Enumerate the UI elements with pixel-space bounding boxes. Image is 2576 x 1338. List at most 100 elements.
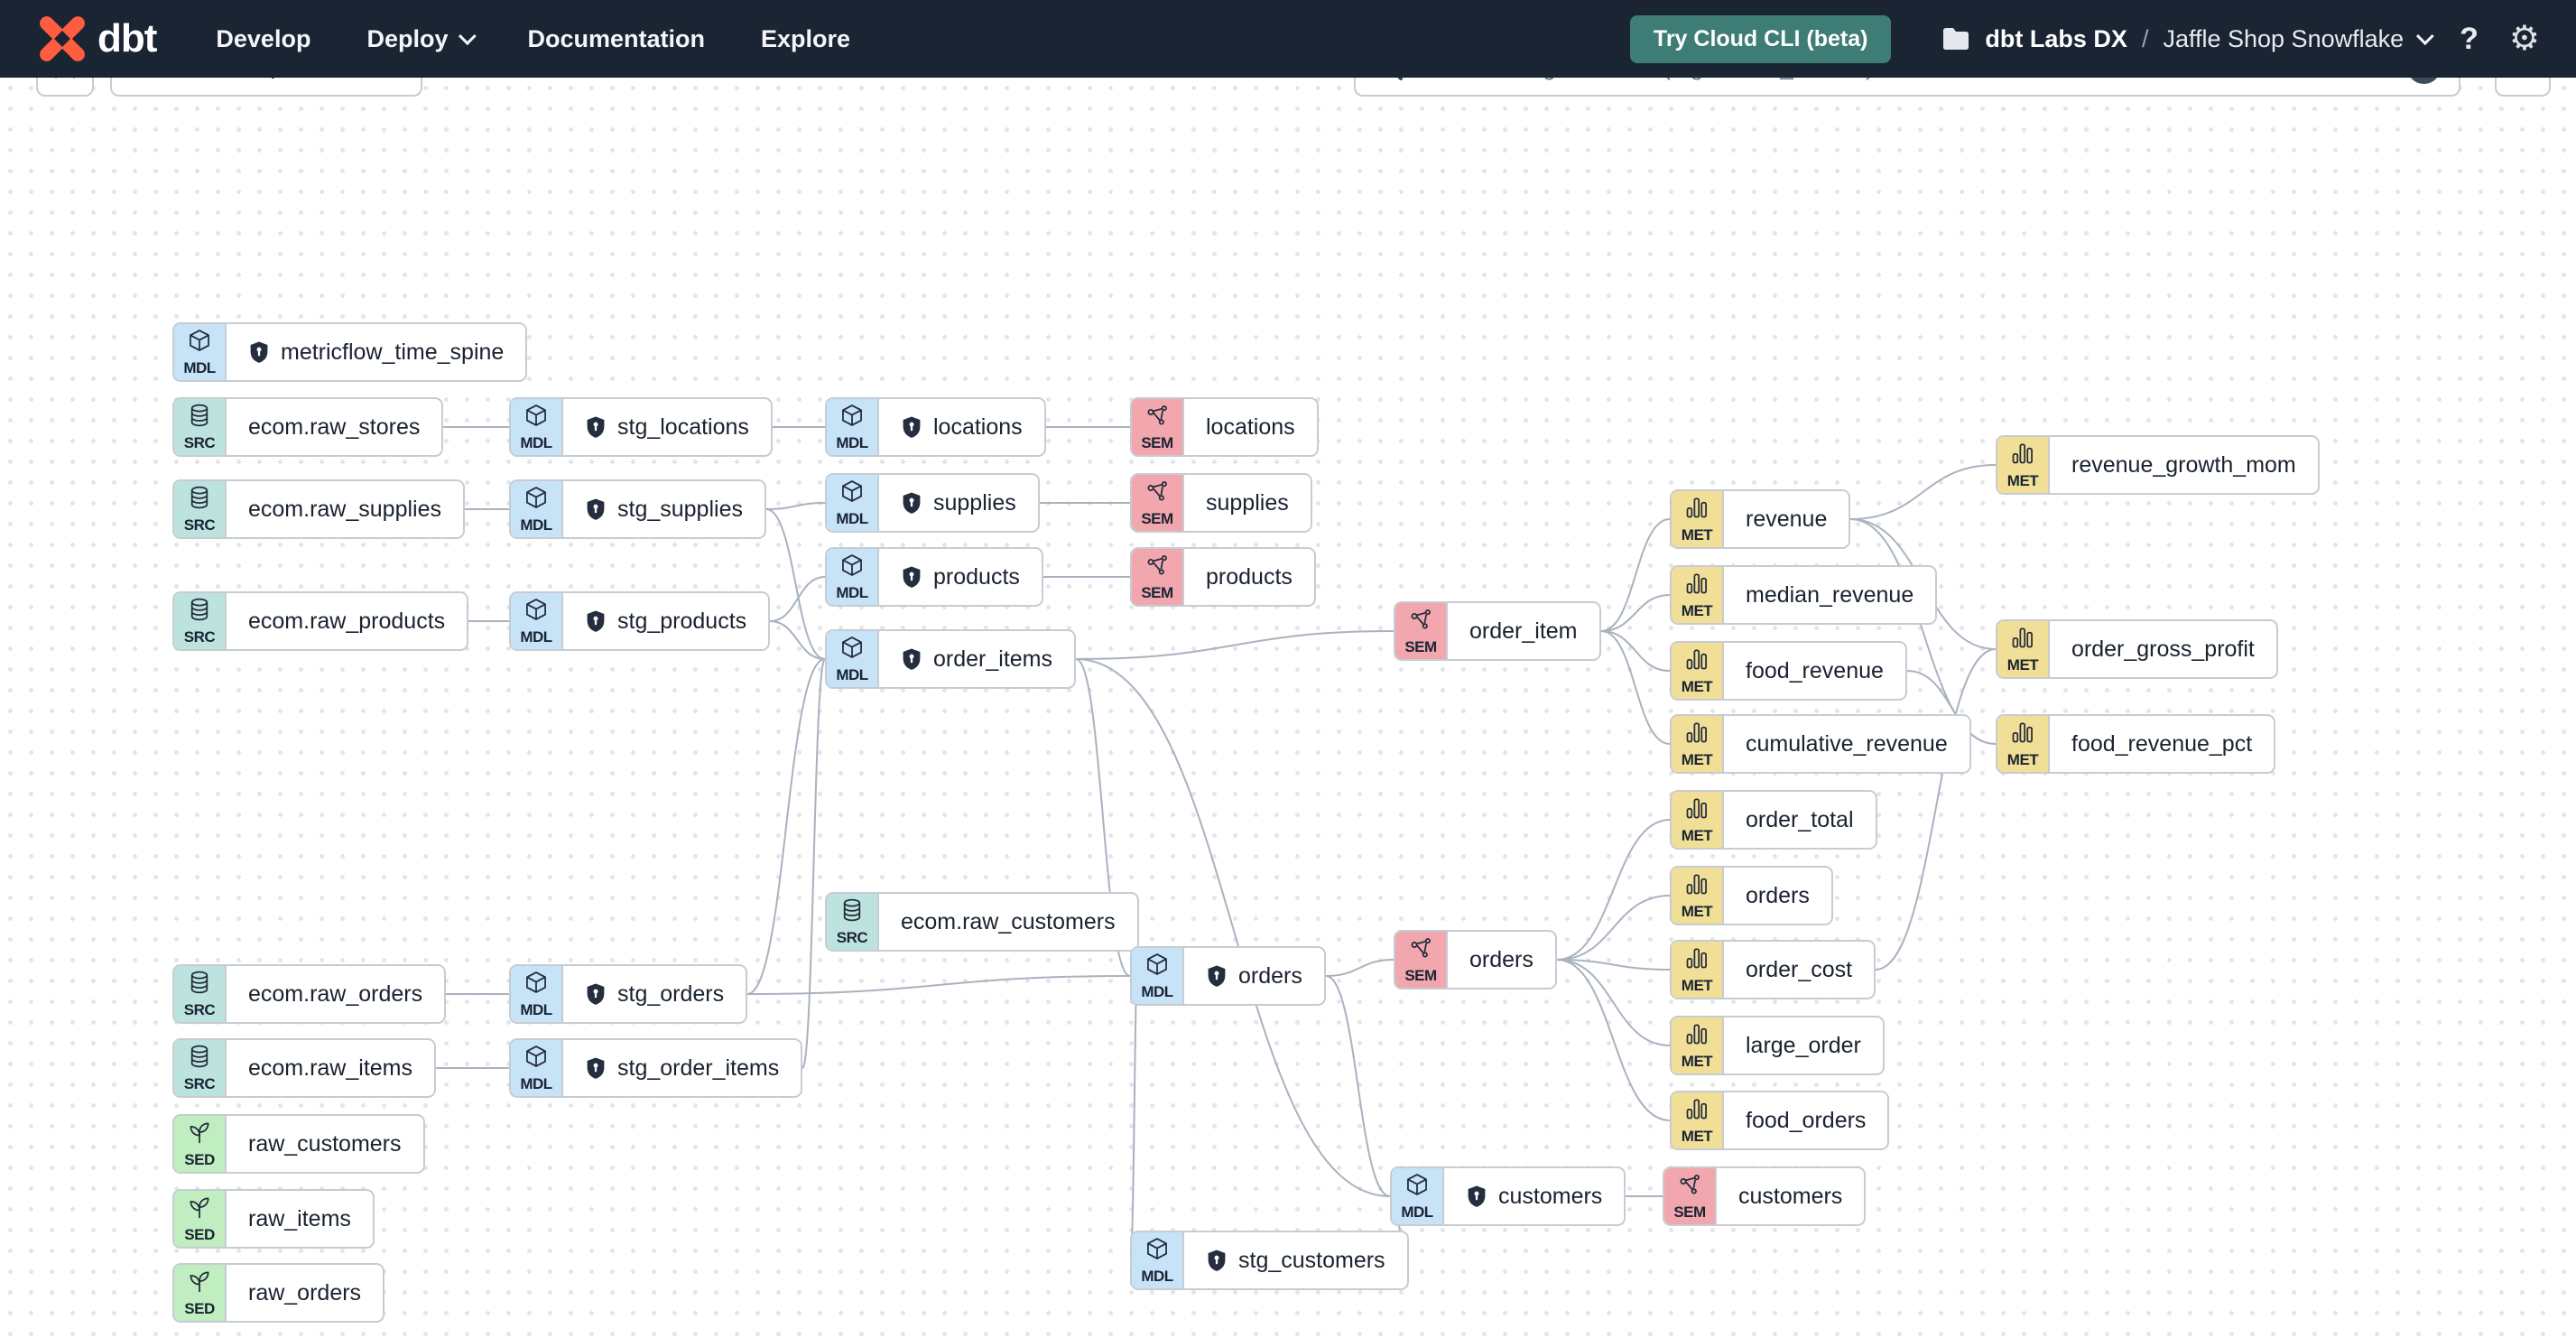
edge-sem_order_item-to-met_cumulative_revenue	[1600, 630, 1671, 745]
node-sem_order_item[interactable]: SEM order_item	[1394, 601, 1601, 661]
node-label: orders	[1238, 962, 1302, 989]
database-icon	[187, 485, 212, 515]
node-label: order_item	[1469, 618, 1578, 644]
edge-met_revenue-to-met_food_revenue_pct	[1849, 518, 1997, 745]
dbt-logo[interactable]: dbt	[36, 13, 157, 65]
graph-icon	[1408, 607, 1433, 636]
edge-sem_order_item-to-met_median_revenue	[1600, 594, 1671, 632]
try-cloud-cli-button[interactable]: Try Cloud CLI (beta)	[1629, 14, 1892, 63]
edge-met_food_revenue-to-met_food_revenue_pct	[1906, 670, 1997, 745]
graph-icon	[1408, 935, 1433, 965]
node-label: supplies	[933, 489, 1016, 516]
node-type-badge: MET	[1997, 716, 2050, 772]
node-type-badge: SRC	[174, 593, 227, 649]
node-label: revenue	[1746, 506, 1828, 532]
node-met_large_order[interactable]: MET large_order	[1670, 1016, 1885, 1075]
nav-item-deploy[interactable]: Deploy	[366, 25, 477, 53]
edge-sem_orders-to-met_order_total	[1556, 819, 1671, 961]
node-met_food_revenue_pct[interactable]: MET food_revenue_pct	[1996, 714, 2276, 774]
node-label: stg_supplies	[617, 496, 743, 522]
database-icon	[839, 897, 865, 927]
node-type-badge: SEM	[1132, 549, 1184, 605]
edge-mdl_stg_products-to-mdl_products	[769, 576, 826, 622]
edge-sem_order_item-to-met_revenue	[1600, 518, 1671, 632]
edge-mdl_order_items-to-mdl_orders	[1075, 658, 1131, 977]
node-sem_products[interactable]: SEM products	[1130, 547, 1316, 607]
node-label: products	[1206, 563, 1293, 590]
node-label: raw_orders	[248, 1279, 362, 1305]
nav-item-explore[interactable]: Explore	[761, 24, 851, 52]
contract-shield-icon	[1206, 964, 1228, 988]
cube-icon	[524, 1044, 549, 1073]
nav-item-documentation[interactable]: Documentation	[527, 24, 705, 52]
node-label: large_order	[1746, 1032, 1861, 1058]
node-label: food_revenue_pct	[2071, 730, 2253, 757]
node-type-badge: SRC	[174, 1040, 227, 1096]
edge-mdl_order_items-to-mdl_customers	[1075, 658, 1391, 1197]
node-type-badge: MET	[1997, 437, 2050, 493]
node-label: locations	[1206, 413, 1295, 440]
graph-icon	[1144, 553, 1170, 582]
nav-item-develop[interactable]: Develop	[216, 24, 311, 52]
nav-right: Try Cloud CLI (beta) dbt Labs DX / Jaffl…	[1629, 14, 2540, 63]
cube-icon	[839, 553, 865, 582]
help-icon[interactable]: ?	[2460, 21, 2479, 56]
graph-icon	[1677, 1172, 1702, 1202]
gear-icon[interactable]: ⚙	[2508, 20, 2540, 58]
node-label: ecom.raw_stores	[248, 413, 421, 440]
node-type-badge: MET	[1672, 1017, 1724, 1073]
node-label: order_total	[1746, 806, 1854, 832]
node-met_revenue[interactable]: MET revenue	[1670, 489, 1851, 549]
bar-chart-icon	[1684, 571, 1710, 600]
node-type-badge: MET	[1672, 491, 1724, 547]
account-name[interactable]: dbt Labs DX	[1985, 24, 2127, 52]
node-label: ecom.raw_orders	[248, 980, 423, 1007]
project-selector[interactable]: Jaffle Shop Snowflake	[2163, 25, 2434, 53]
contract-shield-icon	[585, 1056, 607, 1080]
node-type-badge: MET	[1997, 621, 2050, 677]
node-label: median_revenue	[1746, 581, 1914, 608]
edge-met_order_cost-to-met_order_gross_profit	[1875, 648, 1997, 971]
edge-mdl_stg_products-to-mdl_order_items	[769, 620, 826, 660]
edge-mdl_orders-to-sem_orders	[1325, 959, 1395, 977]
node-type-badge: SEM	[1395, 603, 1448, 659]
bar-chart-icon	[1684, 795, 1710, 825]
seedling-icon	[187, 1268, 212, 1298]
